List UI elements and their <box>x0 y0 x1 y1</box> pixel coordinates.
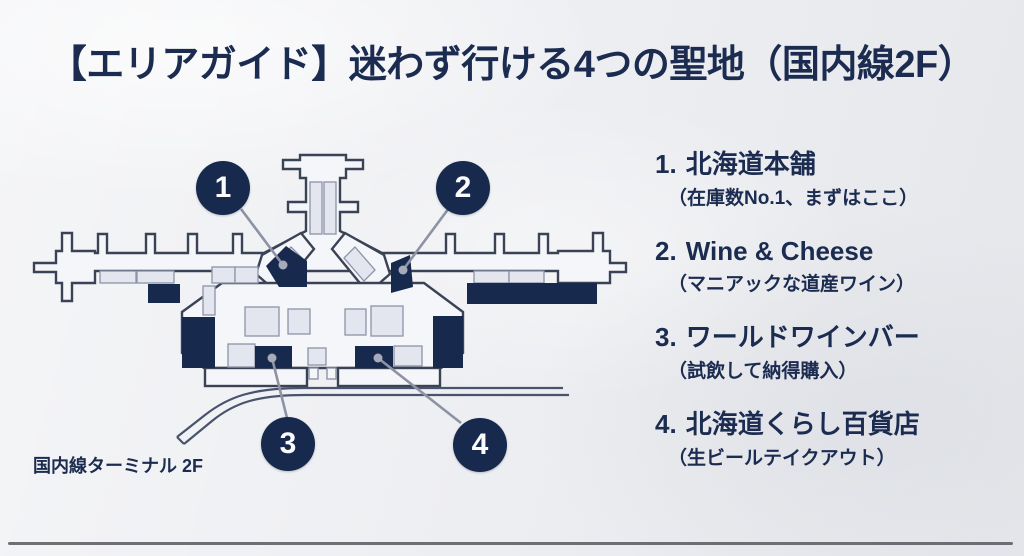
legend-item-name: 北海道くらし百貨店 <box>685 408 920 439</box>
map-marker-4: 4 <box>453 418 507 472</box>
legend-item-name: Wine & Cheese <box>685 235 874 266</box>
legend-item-note: （在庫数No.1、まずはここ） <box>668 187 919 209</box>
legend-item-name: 北海道本舗 <box>685 149 816 179</box>
map-caption: 国内線ターミナル 2F <box>33 456 204 476</box>
entrance-stubs <box>308 367 337 380</box>
shop-block-right-edge <box>433 316 463 368</box>
bottom-divider <box>8 542 1013 545</box>
legend-item-note: （生ビールテイクアウト） <box>668 447 896 469</box>
legend-item-name: ワールドワインバー <box>685 322 920 353</box>
shop-block-left-big <box>182 317 215 368</box>
legend-item: 1. 北海道本舗 （在庫数No.1、まずはここ） <box>655 149 1017 212</box>
access-road <box>176 386 569 445</box>
legend-item: 4. 北海道くらし百貨店 （生ビールテイクアウト） <box>655 408 1017 472</box>
legend-item: 3. ワールドワインバー （試飲して納得購入） <box>655 322 1017 385</box>
leader-dots <box>267 260 408 363</box>
legend-item: 2. Wine & Cheese （マニアックな道産ワイン） <box>655 235 1017 299</box>
legend-item-number: 1. <box>655 149 677 179</box>
legend-item-number: 4. <box>655 408 677 439</box>
map-marker-1: 1 <box>196 161 250 215</box>
legend-item-number: 3. <box>655 322 677 353</box>
map-marker-3: 3 <box>261 417 315 471</box>
legend-item-note: （マニアックな道産ワイン） <box>668 274 916 296</box>
highlight-blocks <box>148 246 597 368</box>
entrance-left <box>203 366 309 388</box>
legend-item-number: 2. <box>655 235 677 266</box>
map-marker-2: 2 <box>436 161 490 215</box>
entrance-right <box>336 366 442 388</box>
shop-block-left-bar <box>148 284 180 303</box>
legend-item-note: （試飲して納得購入） <box>668 361 858 383</box>
legend: 1. 北海道本舗 （在庫数No.1、まずはここ） 2. Wine & Chees… <box>655 149 1017 496</box>
shop-block-right-bar <box>467 283 597 304</box>
page-title: 【エリアガイド】迷わず行ける4つの聖地（国内線2F） <box>48 44 976 86</box>
leader-lines <box>239 207 462 425</box>
